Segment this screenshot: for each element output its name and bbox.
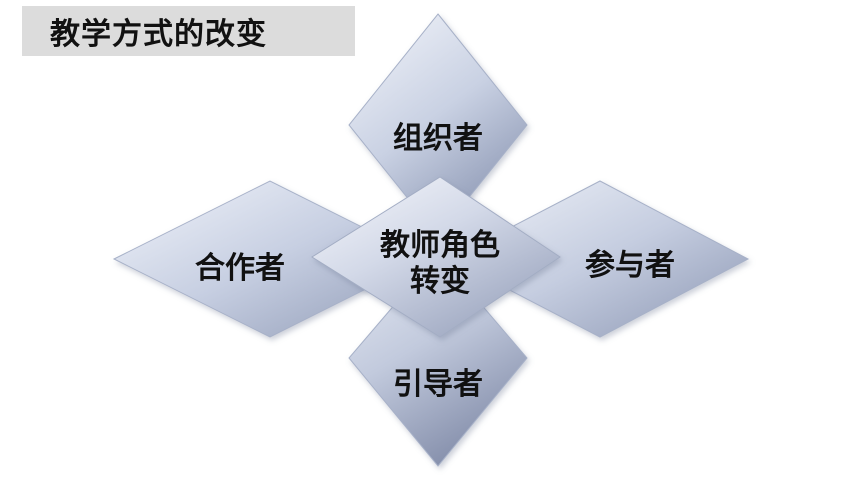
center-diamond-label-line2: 转变 (410, 264, 470, 299)
left-diamond-label: 合作者 (195, 251, 285, 286)
bottom-diamond-label: 引导者 (393, 367, 483, 402)
center-diamond: 教师角色 转变 (311, 176, 561, 338)
left-diamond: 合作者 (112, 180, 428, 338)
title-bar: 教学方式的改变 (22, 6, 355, 56)
right-diamond-label: 参与者 (585, 248, 675, 283)
right-diamond: 参与者 (448, 180, 750, 338)
top-diamond: 组织者 (348, 13, 528, 237)
center-diamond-shape (311, 176, 561, 338)
center-diamond-label-line1: 教师角色 (380, 228, 500, 263)
top-diamond-label: 组织者 (393, 121, 483, 156)
page-title: 教学方式的改变 (50, 17, 267, 52)
right-diamond-shape (448, 180, 750, 338)
